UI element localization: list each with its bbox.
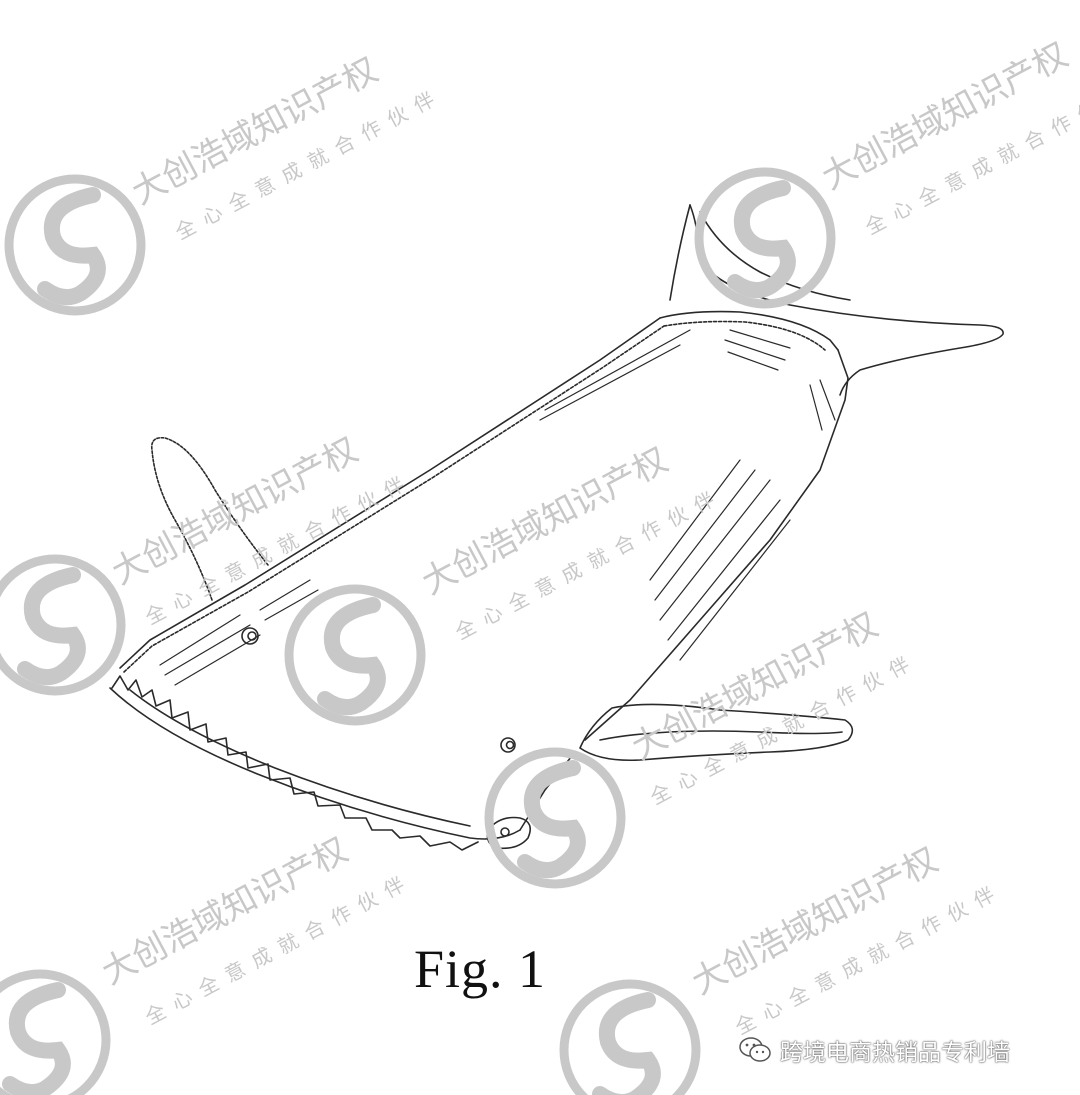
body-top-edge-inner xyxy=(123,325,665,673)
serrated-edge xyxy=(111,675,479,851)
shading-mid xyxy=(649,459,791,661)
body-cap-inner xyxy=(663,320,826,351)
shading-right xyxy=(809,379,836,431)
tail-fin-lower-line xyxy=(699,211,851,301)
body-top-edge xyxy=(119,317,661,669)
body-right-edge xyxy=(584,349,849,741)
wechat-icon xyxy=(739,1037,771,1062)
account-tag: 跨境电商热销品专利墙 xyxy=(738,1030,1010,1070)
eye-hole-lower-inner xyxy=(505,740,515,750)
pectoral-fin xyxy=(579,703,854,762)
figure-caption: Fig. 1 xyxy=(413,939,547,999)
eye-hole-upper-inner xyxy=(247,631,257,641)
lower-connector xyxy=(519,751,576,831)
tail-fin-stem xyxy=(669,204,691,301)
dorsal-fin xyxy=(150,436,269,601)
account-name: 跨境电商热销品专利墙 xyxy=(780,1040,1010,1066)
body-cap xyxy=(659,310,839,351)
belly-curve-inner xyxy=(129,689,471,827)
pectoral-fin-line xyxy=(599,730,843,741)
shading-upper xyxy=(539,329,791,421)
jaw-clip-hole xyxy=(500,827,510,837)
shading-lower-left xyxy=(159,579,319,686)
